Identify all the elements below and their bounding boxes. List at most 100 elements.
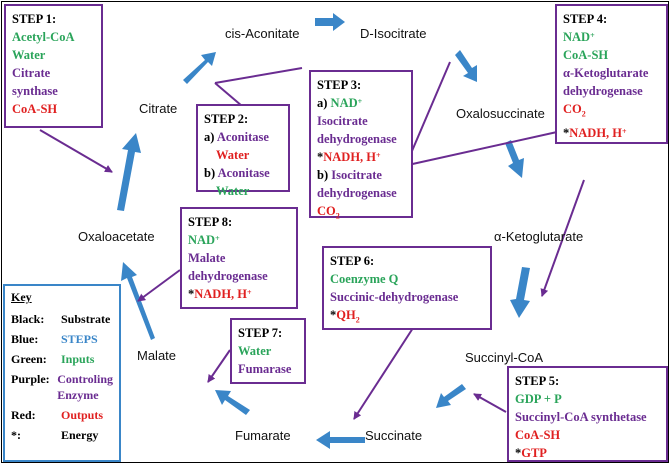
key-value: STEPS: [61, 332, 98, 346]
step8-output-nadh-sup: +: [247, 288, 252, 297]
key-row-black: Black: Substrate: [11, 311, 113, 327]
step3-a-enzyme-line1: Isocitrate: [317, 114, 368, 128]
cycle-arrow-disocitrate-to-oxalosuccinate: [455, 50, 477, 82]
step5-box: STEP 5: GDP + P Succinyl-CoA synthetase …: [507, 366, 668, 462]
key-value: Outputs: [61, 408, 104, 422]
step4-enzyme-line1: α-Ketoglutarate: [563, 66, 649, 80]
step5-energy-mark: *: [515, 446, 522, 460]
step5-output-coa-sh: CoA-SH: [515, 428, 561, 442]
step5-title: STEP 5:: [515, 374, 560, 388]
substrate-succinate: Succinate: [365, 428, 423, 443]
step3-a-output-sup: +: [376, 151, 381, 160]
key-row-blue: Blue: STEPS: [11, 331, 113, 347]
pointer-step7: [207, 349, 231, 383]
key-label: Blue:: [11, 332, 39, 346]
pointer-step5: [473, 393, 507, 413]
step3-a-enzyme-line2: dehydrogenase: [317, 132, 397, 146]
step7-enzyme: Fumarase: [238, 362, 292, 376]
step8-enzyme-line1: Malate: [188, 251, 226, 265]
key-row-red: Red:Outputs: [11, 407, 113, 423]
pointer-step3: [407, 127, 567, 166]
step4-input-nad-sup: +: [590, 31, 595, 40]
step6-input-coenzyme-q: Coenzyme Q: [330, 272, 399, 286]
step6-enzyme: Succinic-dehydrogenase: [330, 290, 459, 304]
step3-a-input: NAD: [330, 96, 358, 110]
key-row-star: *:Energy: [11, 427, 113, 443]
step2-a-enzyme: Aconitase: [216, 130, 269, 144]
cycle-arrow-succinylcoa-to-succinate: [436, 384, 466, 408]
step4-box: STEP 4: NAD+ CoA-SH α-Ketoglutarate dehy…: [555, 4, 668, 144]
pointer-step6: [353, 327, 414, 420]
key-title: Key: [11, 290, 32, 304]
pointer-step1: [39, 129, 113, 173]
step3-a-label: a): [317, 96, 328, 110]
step8-input-nad-sup: +: [215, 234, 220, 243]
step2-a-label: a): [204, 130, 215, 144]
substrate-oxaloacetate: Oxaloacetate: [78, 229, 155, 244]
step1-box: STEP 1: Acetyl-CoA Water Citrate synthas…: [4, 4, 103, 128]
key-label: Black:: [11, 312, 45, 326]
step3-b-enzyme-line1: Isocitrate: [331, 168, 382, 182]
key-label: Green:: [11, 352, 47, 366]
step4-enzyme-line2: dehydrogenase: [563, 84, 643, 98]
step1-enzyme-line1: Citrate: [12, 66, 51, 80]
key-value: Substrate: [61, 312, 111, 326]
step4-input-coa-sh: CoA-SH: [563, 48, 609, 62]
step5-input-gdp: GDP + P: [515, 392, 562, 406]
step1-title: STEP 1:: [12, 12, 57, 26]
step5-enzyme: Succinyl-CoA synthetase: [515, 410, 647, 424]
substrate-oxalosuccinate: Oxalosuccinate: [456, 106, 545, 121]
pointer-step3-left: [405, 61, 451, 166]
step3-b-enzyme-line2: dehydrogenase: [317, 186, 397, 200]
step2-b-label: b): [204, 166, 216, 180]
key-label: Purple:: [11, 372, 50, 386]
step3-a-energy: *: [317, 150, 324, 164]
substrate-citrate: Citrate: [139, 101, 178, 116]
step4-input-nad: NAD: [563, 30, 591, 44]
cycle-arrow-fumarate-to-malate: [215, 390, 250, 415]
key-value: Controling Enzyme: [57, 372, 113, 402]
pointer-step8: [137, 269, 181, 302]
step8-output-nadh: NADH, H: [194, 287, 248, 301]
step4-output-co2-sub: 2: [581, 109, 586, 119]
step3-box: STEP 3: a) NAD + Isocitrate dehydrogenase…: [309, 70, 413, 221]
pointer-step2-left: [214, 82, 243, 107]
substrate-alpha-ketoglutarate: α-Ketoglutarate: [494, 229, 584, 244]
step3-b-label: b): [317, 168, 329, 182]
substrate-succinyl-coa: Succinyl-CoA: [465, 350, 544, 365]
key-row-green: Green:Inputs: [11, 351, 113, 367]
step6-box: STEP 6: Coenzyme Q Succinic-dehydrogenas…: [322, 246, 492, 330]
step4-output-nadh-sup: +: [622, 126, 627, 136]
step8-title: STEP 8:: [188, 215, 233, 229]
step2-box: STEP 2: a) Aconitase Water b) Aconitase …: [196, 104, 290, 198]
cycle-arrow-oxalosuccinate-to-ketoglutarate: [505, 140, 524, 178]
step1-enzyme-line2: synthase: [12, 84, 58, 98]
step7-input-water: Water: [238, 344, 272, 358]
step3-title: STEP 3:: [317, 78, 362, 92]
step8-enzyme-line2: dehydrogenase: [188, 269, 268, 283]
pointer-step4: [540, 179, 585, 297]
step4-output-nadh: NADH, H: [569, 125, 623, 140]
step2-b-input: Water: [216, 184, 250, 198]
step1-input-water: Water: [12, 48, 46, 62]
step6-output-qh: QH: [336, 308, 356, 322]
pointer-step2-right: [214, 67, 303, 84]
step5-output-gtp: GTP: [521, 446, 547, 460]
cycle-arrow-citrate-to-cisaconitate: [183, 52, 216, 84]
substrate-fumarate: Fumarate: [235, 428, 291, 443]
step6-output-qh-sub: 2: [355, 315, 360, 325]
step2-b-enzyme: Aconitase: [217, 166, 270, 180]
step7-box: STEP 7: Water Fumarase: [230, 318, 306, 384]
step4-output-co2: CO: [563, 102, 582, 116]
step8-box: STEP 8: NAD+ Malate dehydrogenase *NADH,…: [180, 207, 298, 309]
step3-a-output: NADH, H: [323, 150, 377, 164]
step4-title: STEP 4:: [563, 12, 608, 26]
key-legend: Key Black: Substrate Blue: STEPS Green:Inp…: [3, 284, 121, 462]
substrate-cis-aconitate: cis-Aconitate: [225, 26, 300, 41]
step3-b-output-sub: 2: [335, 211, 340, 221]
step1-input-acetyl-coa: Acetyl-CoA: [12, 30, 75, 44]
step1-output-coa-sh: CoA-SH: [12, 102, 58, 116]
